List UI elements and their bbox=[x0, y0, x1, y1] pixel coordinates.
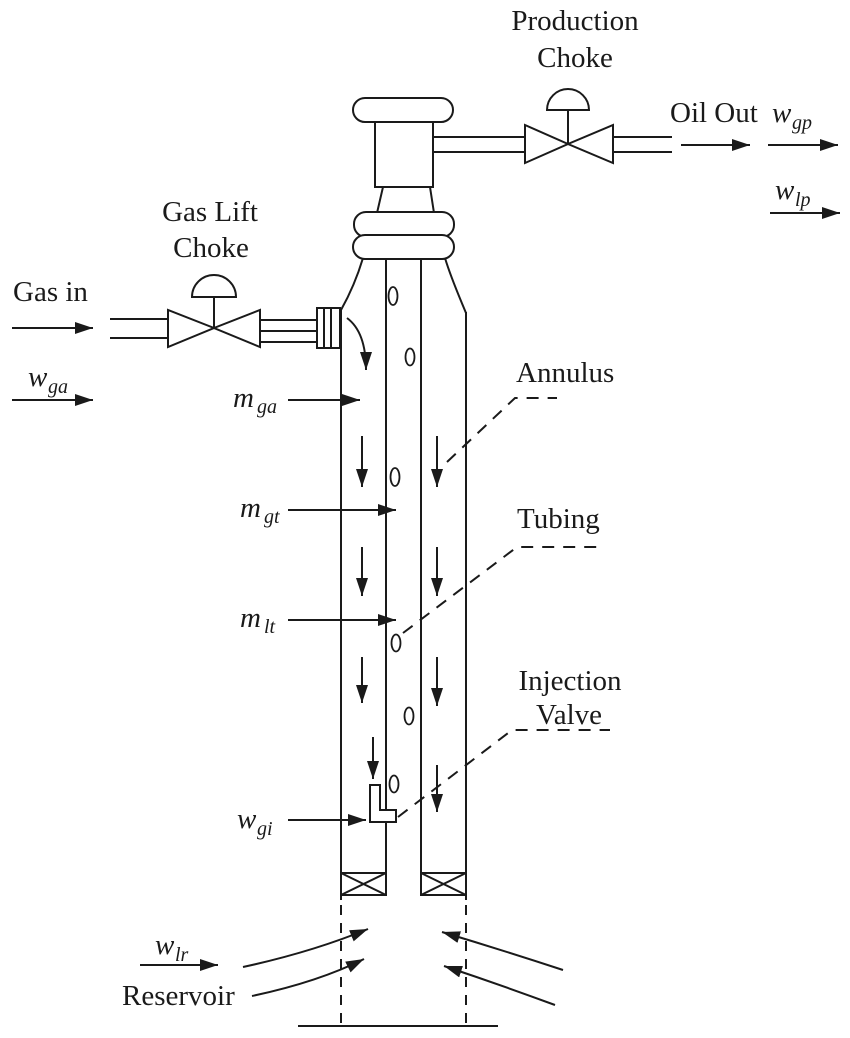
mgt-base: m bbox=[240, 492, 261, 524]
wlr-base: w bbox=[155, 929, 175, 961]
injection-valve-shape bbox=[369, 784, 397, 823]
wgi-symbol: w gi bbox=[237, 803, 273, 840]
production-choke-valve-right bbox=[565, 123, 614, 165]
tubing-label: Tubing bbox=[517, 503, 600, 535]
wgp-base: w bbox=[772, 97, 792, 129]
gas-bubble bbox=[388, 774, 400, 794]
gas-lift-choke-valve-right bbox=[211, 308, 261, 349]
reservoir-inflow-arrow-right-upper bbox=[441, 931, 564, 971]
wellhead-flange-upper bbox=[353, 211, 455, 238]
wga-symbol: w ga bbox=[28, 361, 68, 398]
oil-out-label: Oil Out bbox=[670, 97, 758, 129]
mga-sub: ga bbox=[257, 396, 277, 418]
well-tubing bbox=[385, 258, 422, 873]
gas-bubble bbox=[387, 286, 399, 306]
reservoir-inflow-arrow-right-lower bbox=[443, 965, 556, 1006]
casing-left-shoulder bbox=[340, 257, 364, 311]
annulus-label: Annulus bbox=[516, 357, 614, 389]
mga-base: m bbox=[233, 382, 254, 414]
reservoir-zone bbox=[140, 928, 564, 1027]
packer-left bbox=[340, 872, 387, 896]
well-casing bbox=[340, 257, 467, 1024]
production-choke-label-line2: Choke bbox=[537, 42, 613, 74]
gas-bubble bbox=[404, 347, 416, 367]
wlp-base: w bbox=[775, 174, 795, 206]
wgp-symbol: w gp bbox=[772, 97, 812, 134]
casing-right-shoulder bbox=[444, 257, 467, 314]
wellhead-cap bbox=[352, 97, 454, 123]
production-choke-label-line1: Production bbox=[511, 5, 639, 37]
casing-inlet-fitting bbox=[316, 307, 341, 349]
reservoir-inflow-arrow-left-lower bbox=[251, 958, 365, 997]
production-choke-actuator bbox=[545, 88, 591, 111]
wgi-base: w bbox=[237, 803, 257, 835]
gas-in-label: Gas in bbox=[13, 276, 88, 308]
mass-flow-arrows bbox=[288, 394, 396, 826]
tubing-leader-line bbox=[402, 546, 602, 634]
wga-base: w bbox=[28, 361, 48, 393]
wgp-sub: gp bbox=[792, 112, 812, 134]
reservoir-label: Reservoir bbox=[122, 980, 235, 1012]
mlt-sub: lt bbox=[264, 616, 276, 638]
injection-valve-label-line1: Injection bbox=[518, 665, 622, 697]
wlr-symbol: w lr bbox=[155, 929, 189, 966]
annulus-flow-arrows bbox=[356, 436, 443, 812]
gas-lift-choke-label-line2: Choke bbox=[173, 232, 249, 264]
wlp-symbol: w lp bbox=[775, 174, 811, 211]
packer-left-cross-2 bbox=[340, 872, 387, 896]
packer-right bbox=[420, 872, 467, 896]
gas-bubbles bbox=[387, 286, 416, 794]
callout-leaders bbox=[397, 397, 610, 818]
mlt-symbol: m lt bbox=[240, 602, 276, 638]
gas-into-annulus-curved-arrow bbox=[346, 317, 372, 371]
wellhead bbox=[352, 97, 455, 260]
wellhead-body bbox=[374, 121, 434, 188]
mlt-base: m bbox=[240, 602, 261, 634]
mga-symbol: m ga bbox=[233, 382, 277, 418]
gas-lift-line bbox=[12, 274, 372, 406]
mgt-sub: gt bbox=[264, 506, 280, 528]
production-line bbox=[433, 88, 840, 219]
gas-lift-choke-actuator bbox=[190, 274, 238, 298]
wlr-sub: lr bbox=[175, 944, 189, 966]
injection-valve-leader-line bbox=[397, 729, 610, 818]
production-choke-valve-left bbox=[524, 123, 571, 165]
mgt-symbol: m gt bbox=[240, 492, 280, 528]
injection-valve-label-line2: Valve bbox=[536, 699, 602, 731]
packer-right-cross-2 bbox=[420, 872, 467, 896]
annulus-leader-line bbox=[446, 397, 557, 463]
reservoir-inflow-arrow-left-upper bbox=[242, 928, 369, 968]
wga-sub: ga bbox=[48, 376, 68, 398]
wellhead-neck bbox=[375, 186, 436, 214]
gas-bubble bbox=[389, 467, 401, 487]
gas-lift-choke-valve-left bbox=[167, 308, 217, 349]
wlp-sub: lp bbox=[795, 189, 811, 211]
gas-bubble bbox=[390, 633, 402, 653]
gas-lift-choke-label-line1: Gas Lift bbox=[162, 196, 258, 228]
wellhead-flange-lower bbox=[352, 234, 455, 260]
wgi-sub: gi bbox=[257, 818, 273, 840]
gas-bubble bbox=[403, 706, 415, 726]
